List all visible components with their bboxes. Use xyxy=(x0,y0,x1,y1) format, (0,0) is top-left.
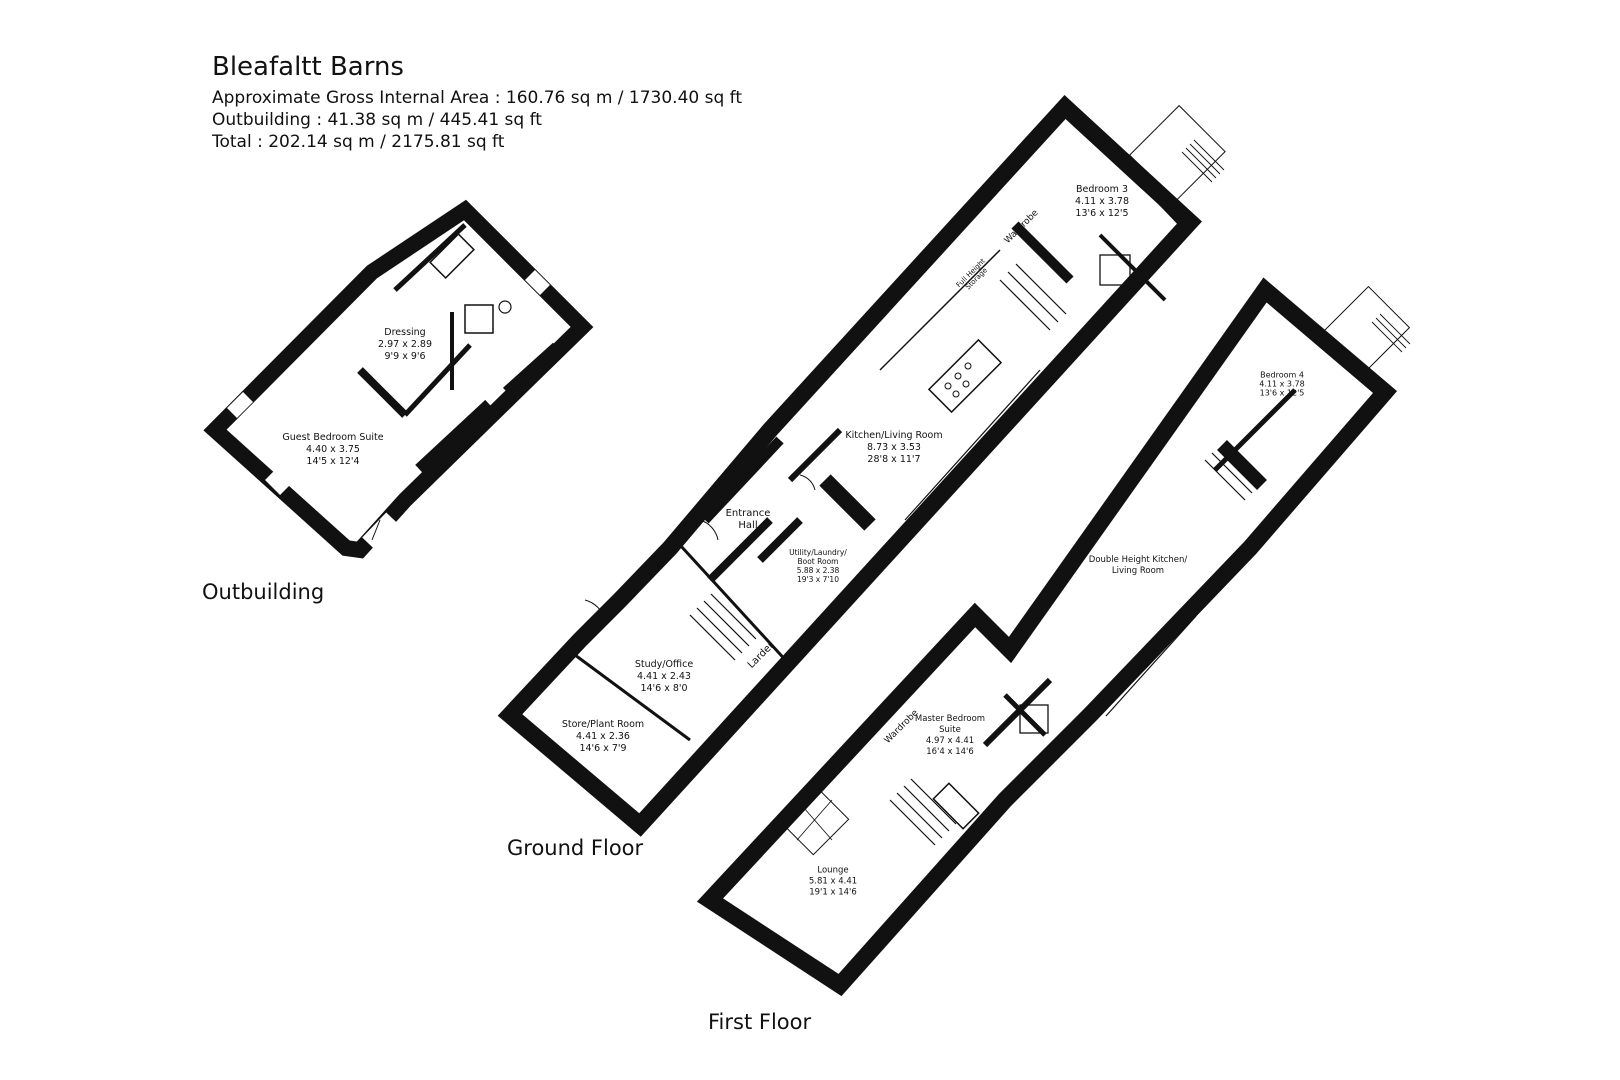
room-name-line2: Suite xyxy=(939,725,961,735)
ground-floor-plan xyxy=(497,94,1226,837)
room-metric: 4.41 x 2.43 xyxy=(637,671,691,682)
room-dressing: Dressing 2.97 x 2.89 9'9 x 9'6 xyxy=(378,327,432,363)
room-name: Store/Plant Room xyxy=(561,719,645,730)
first-floor-walls xyxy=(696,277,1398,997)
room-name: Double Height Kitchen/ xyxy=(1088,555,1188,565)
outbuilding-label: Outbuilding xyxy=(202,580,325,604)
room-name: Utility/Laundry/ xyxy=(789,548,847,557)
ground-floor-label: Ground Floor xyxy=(507,836,644,860)
gross-area-line: Approximate Gross Internal Area : 160.76… xyxy=(212,88,743,108)
room-name: Bedroom 3 xyxy=(1075,184,1129,195)
room-name-line2: Hall xyxy=(738,520,758,531)
room-name: Kitchen/Living Room xyxy=(845,430,943,441)
outbuilding-plan xyxy=(203,199,594,559)
room-name-line2: Living Room xyxy=(1111,566,1165,576)
room-metric: 4.41 x 2.36 xyxy=(576,731,630,742)
room-metric: 4.11 x 3.78 xyxy=(1075,196,1129,207)
room-imperial: 14'6 x 7'9 xyxy=(579,743,627,754)
room-name: Master Bedroom xyxy=(914,714,986,724)
room-entrance-hall: Entrance Hall xyxy=(726,508,771,532)
room-imperial: 14'5 x 12'4 xyxy=(306,456,360,467)
room-imperial: 28'8 x 11'7 xyxy=(867,454,921,465)
first-floor-plan xyxy=(696,277,1411,997)
room-name: Dressing xyxy=(384,327,426,338)
room-imperial: 13'6 x 12'5 xyxy=(1259,388,1305,398)
room-imperial: 13'6 x 12'5 xyxy=(1075,208,1129,219)
outbuilding-area-line: Outbuilding : 41.38 sq m / 445.41 sq ft xyxy=(212,110,542,130)
room-metric: 5.88 x 2.38 xyxy=(796,566,840,575)
room-bedroom-3: Bedroom 3 4.11 x 3.78 13'6 x 12'5 xyxy=(1075,184,1129,220)
room-name: Guest Bedroom Suite xyxy=(282,432,384,443)
first-floor-label: First Floor xyxy=(708,1010,812,1034)
room-imperial: 19'3 x 7'10 xyxy=(797,575,839,584)
room-name: Study/Office xyxy=(634,659,694,670)
room-metric: 2.97 x 2.89 xyxy=(378,339,432,350)
total-area-line: Total : 202.14 sq m / 2175.81 sq ft xyxy=(212,132,505,152)
room-metric: 4.40 x 3.75 xyxy=(306,444,360,455)
room-metric: 5.81 x 4.41 xyxy=(808,876,858,887)
room-name-line2: Boot Room xyxy=(797,557,839,566)
room-name: Bedroom 4 xyxy=(1260,370,1304,380)
room-imperial: 14'6 x 8'0 xyxy=(640,683,688,694)
room-metric: 4.11 x 3.78 xyxy=(1259,379,1305,389)
room-master-bedroom-suite: Master Bedroom Suite 4.97 x 4.41 16'4 x … xyxy=(915,714,985,758)
room-guest-bedroom-suite: Guest Bedroom Suite 4.40 x 3.75 14'5 x 1… xyxy=(282,432,383,468)
outbuilding-walls xyxy=(203,199,594,559)
room-store-plant: Store/Plant Room 4.41 x 2.36 14'6 x 7'9 xyxy=(562,719,644,755)
room-imperial: 19'1 x 14'6 xyxy=(809,887,857,898)
room-name: Lounge xyxy=(817,865,849,876)
ground-floor-walls xyxy=(497,94,1202,837)
room-bedroom-4: Bedroom 4 4.11 x 3.78 13'6 x 12'5 xyxy=(1259,371,1304,398)
room-imperial: 9'9 x 9'6 xyxy=(384,351,426,362)
room-utility: Utility/Laundry/ Boot Room 5.88 x 2.38 1… xyxy=(789,548,847,584)
room-lounge: Lounge 5.81 x 4.41 19'1 x 14'6 xyxy=(809,866,857,899)
room-metric: 4.97 x 4.41 xyxy=(925,736,975,746)
room-double-height-kitchen: Double Height Kitchen/ Living Room xyxy=(1089,555,1187,577)
room-name: Entrance xyxy=(725,508,771,519)
room-metric: 8.73 x 3.53 xyxy=(867,442,921,453)
plan-title: Bleafaltt Barns xyxy=(212,52,404,82)
room-imperial: 16'4 x 14'6 xyxy=(926,747,974,757)
room-kitchen-living: Kitchen/Living Room 8.73 x 3.53 28'8 x 1… xyxy=(845,430,942,466)
room-study-office: Study/Office 4.41 x 2.43 14'6 x 8'0 xyxy=(635,659,693,695)
